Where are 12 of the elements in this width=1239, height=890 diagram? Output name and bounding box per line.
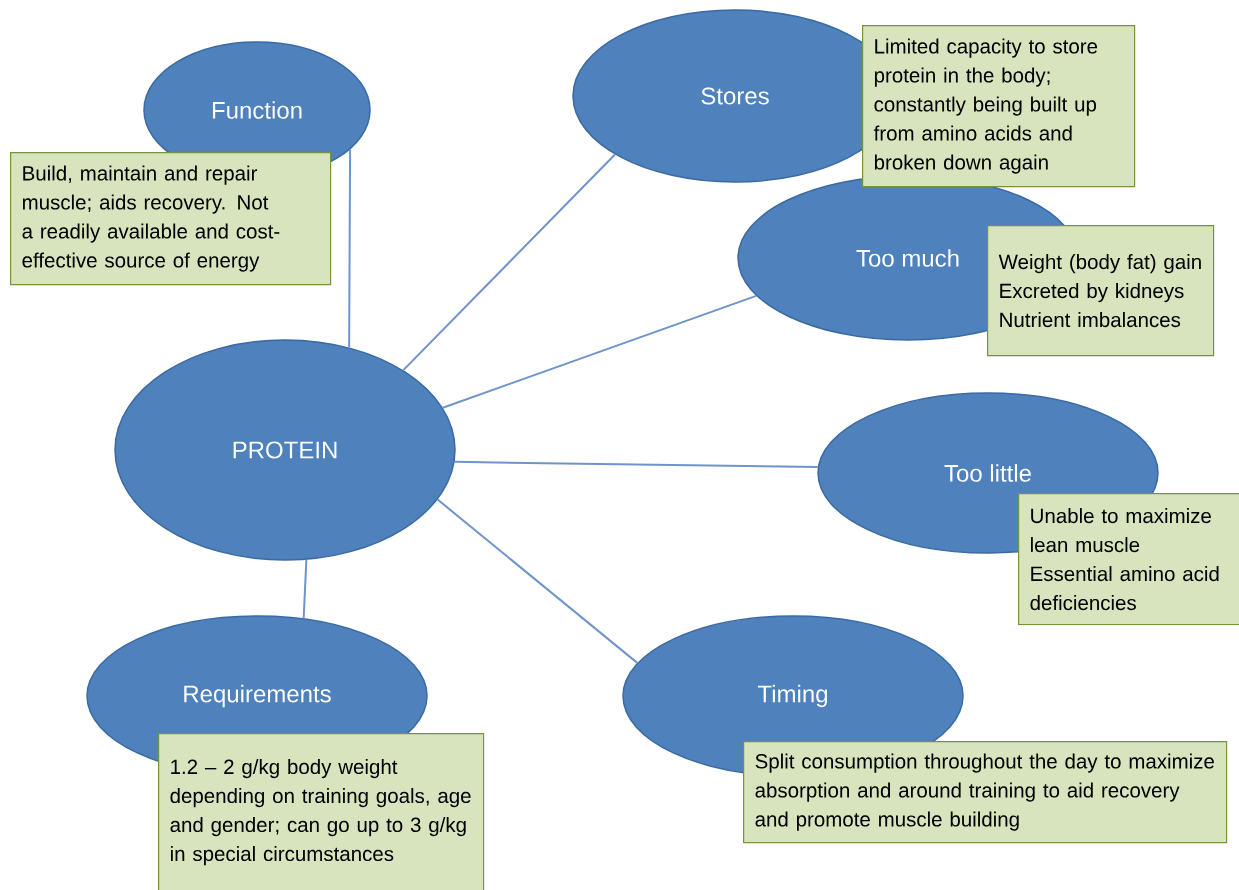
- note-box: Unable to maximize lean muscle Essential amino acid deficiencies: [1018, 493, 1239, 626]
- note-box: Split consumption throughout the day to maximize absorption and around training to aid recovery and promote muscle building: [743, 741, 1228, 844]
- connector-line: [453, 460, 819, 469]
- connector-line: [348, 148, 352, 349]
- note-box: Build, maintain and repair muscle; aids recovery. Not a readily available and cost-effective source of energy: [10, 152, 332, 286]
- connector-line: [402, 153, 616, 372]
- note-box: Weight (body fat) gain Excreted by kidneys Nutrient imbalances: [987, 225, 1215, 357]
- note-box: Limited capacity to store protein in the body; constantly being built up from amino acids and broken down again: [862, 25, 1136, 188]
- connector-line: [436, 498, 639, 664]
- connector-line: [441, 294, 758, 409]
- connector-line: [302, 558, 308, 620]
- note-box: 1.2 – 2 g/kg body weight depending on training goals, age and gender; can go up to 3 g/kg in special circumstances: [158, 733, 485, 890]
